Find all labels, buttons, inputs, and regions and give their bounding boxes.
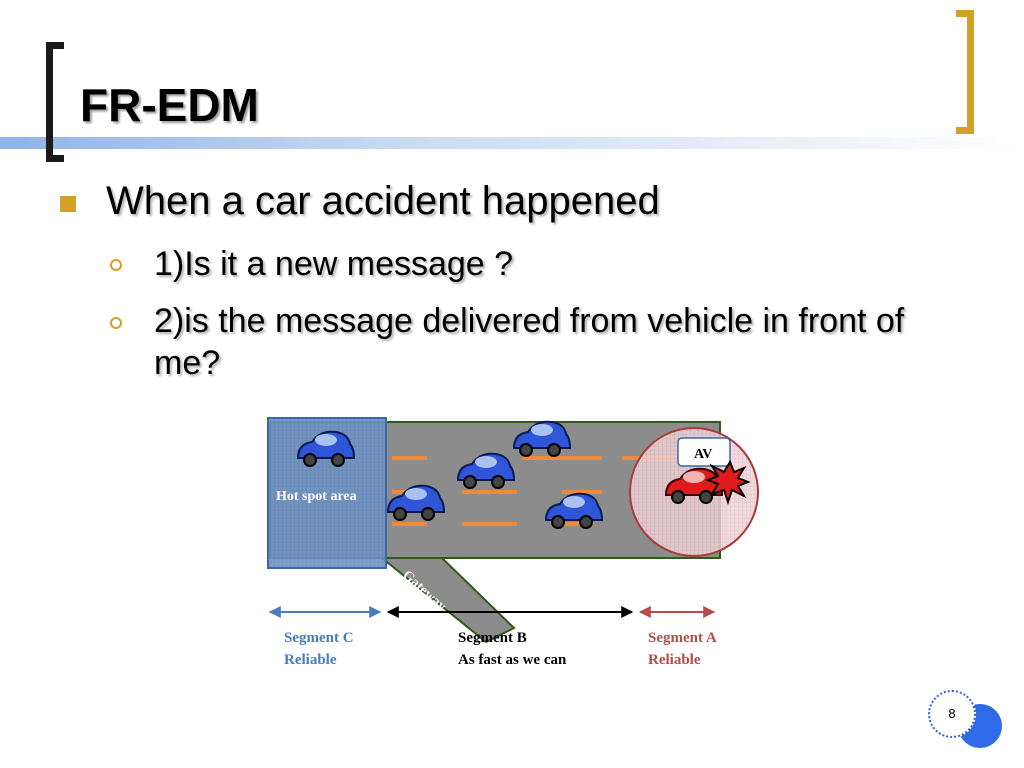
car-icon <box>544 492 604 529</box>
title-band <box>0 137 1024 149</box>
sub-bullet-1: 1)Is it a new message ? <box>154 245 514 283</box>
slide-title: FR-EDM <box>80 79 259 131</box>
car-icon <box>296 430 356 467</box>
segment-c-name: Segment C <box>284 630 354 646</box>
segment-c-desc: Reliable <box>284 652 337 668</box>
bullet-main: When a car accident happened <box>106 179 660 223</box>
page-number: 8 <box>928 690 976 738</box>
car-icon <box>456 452 516 489</box>
car-icon <box>512 420 572 457</box>
sub-bullet-2: 2)is the message delivered from vehicle … <box>154 302 905 382</box>
av-callout: AV <box>677 437 731 467</box>
square-bullet-icon <box>60 196 76 212</box>
right-bracket-decoration <box>956 10 974 134</box>
segment-a-name: Segment A <box>648 630 717 646</box>
circle-bullet-icon <box>110 259 122 271</box>
page-number-badge: 8 <box>928 690 1018 760</box>
av-label: AV <box>694 447 712 462</box>
left-bracket-decoration <box>46 42 64 162</box>
road-diagram: Gateway Hot spot area AV <box>267 417 759 668</box>
crash-burst-icon <box>705 459 751 506</box>
segment-b-desc: As fast as we can <box>458 652 567 668</box>
segment-b-name: Segment B <box>458 630 527 646</box>
segment-a-desc: Reliable <box>648 652 701 668</box>
circle-bullet-icon <box>110 317 122 329</box>
car-icon <box>386 484 446 521</box>
hot-spot-label: Hot spot area <box>276 489 357 504</box>
